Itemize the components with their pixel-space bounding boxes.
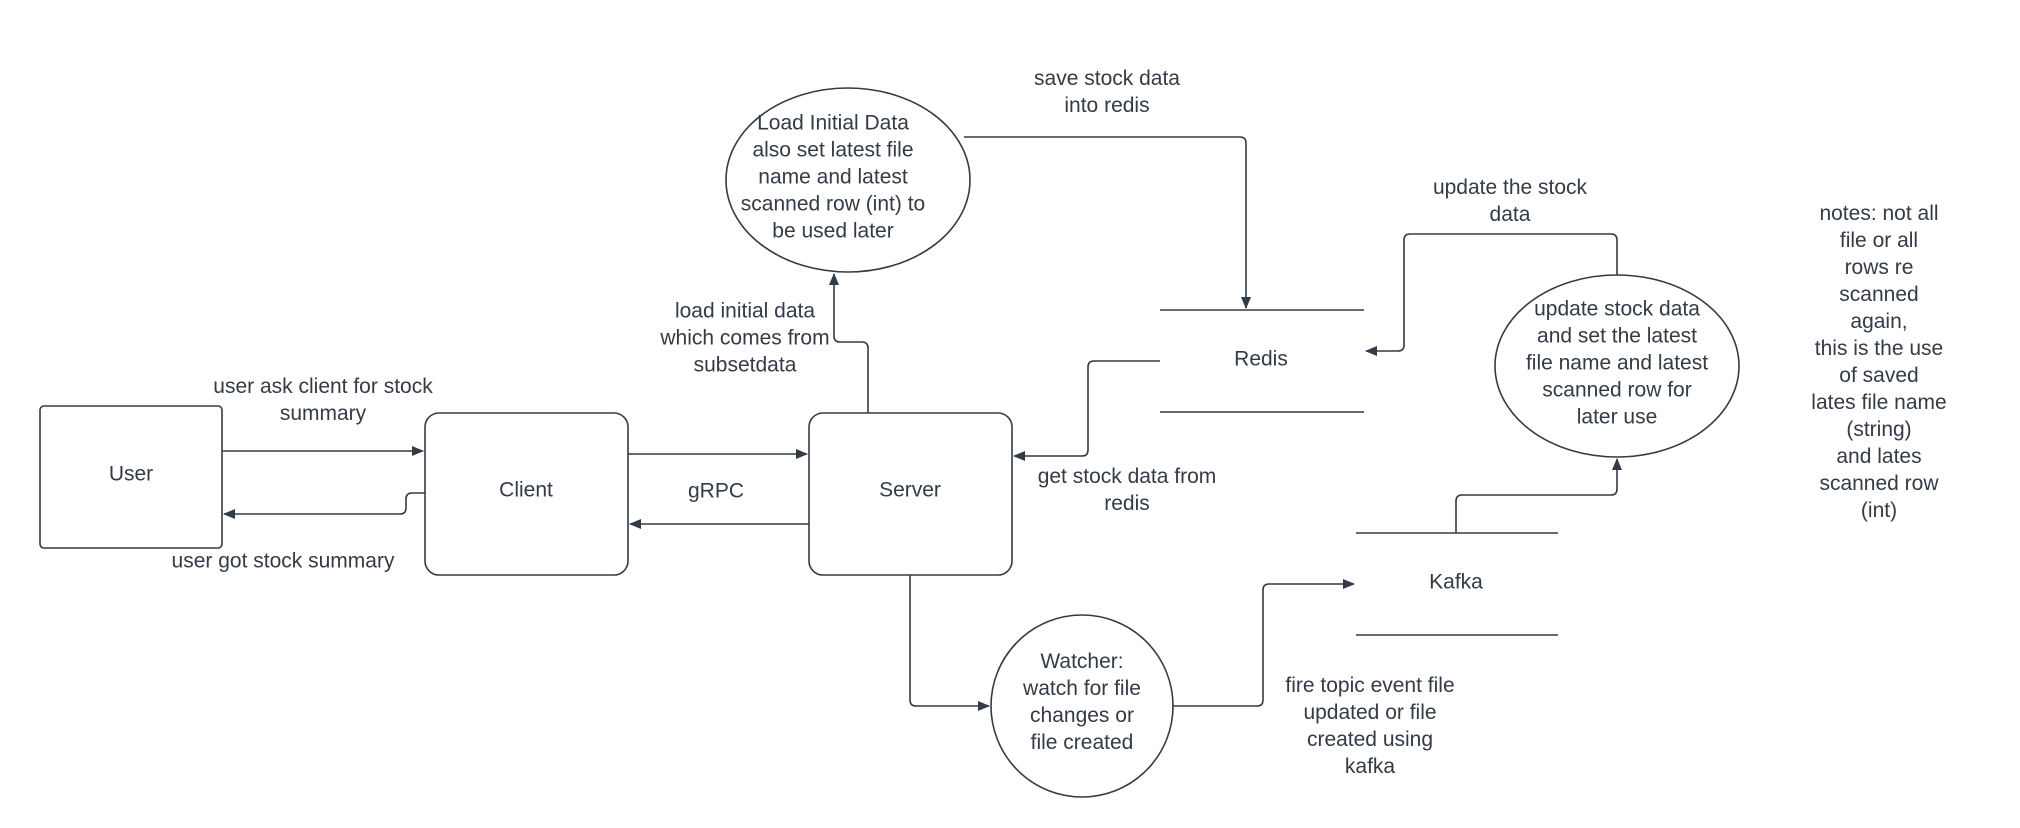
kafka-label: Kafka	[1429, 570, 1483, 594]
notes-text: notes: not all file or all rows re scann…	[1811, 202, 1947, 522]
client-label: Client	[499, 478, 553, 502]
redis-label: Redis	[1234, 347, 1288, 371]
edge-server-to-watcher	[909, 575, 990, 711]
edge-label-user-got: user got stock summary	[171, 549, 395, 573]
edge-redis-to-server	[1013, 360, 1160, 461]
edge-label-fire-topic: fire topic event file updated or file cr…	[1285, 674, 1455, 778]
edge-label-get-stock: get stock data from redis	[1037, 465, 1217, 515]
edge-load-initial-to-redis	[964, 136, 1251, 309]
edge-update-to-redis	[1365, 233, 1618, 356]
user-box	[39, 405, 223, 549]
edge-server-to-load-initial	[829, 273, 869, 413]
user-label: User	[108, 462, 154, 486]
client-box	[424, 412, 629, 576]
watcher-label: Watcher: watch for file changes or file …	[1023, 650, 1141, 754]
load-initial-data-process	[725, 87, 971, 273]
edge-kafka-to-update	[1455, 458, 1622, 533]
edge-label-load-initial-data: load initial data which comes from subse…	[660, 299, 830, 377]
edge-label-grpc: gRPC	[687, 479, 745, 503]
edge-label-update-stock: update the stock data	[1432, 176, 1588, 226]
load-initial-data-label: Load Initial Data also set latest file n…	[740, 111, 926, 243]
edge-client-to-user	[223, 492, 425, 519]
edge-label-user-ask: user ask client for stock summary	[213, 375, 433, 425]
edge-label-save-stock: save stock data into redis	[1034, 67, 1180, 117]
update-stock-label: update stock data and set the latest fil…	[1525, 297, 1709, 429]
edge-watcher-to-kafka	[1173, 579, 1355, 707]
server-label: Server	[879, 478, 941, 502]
